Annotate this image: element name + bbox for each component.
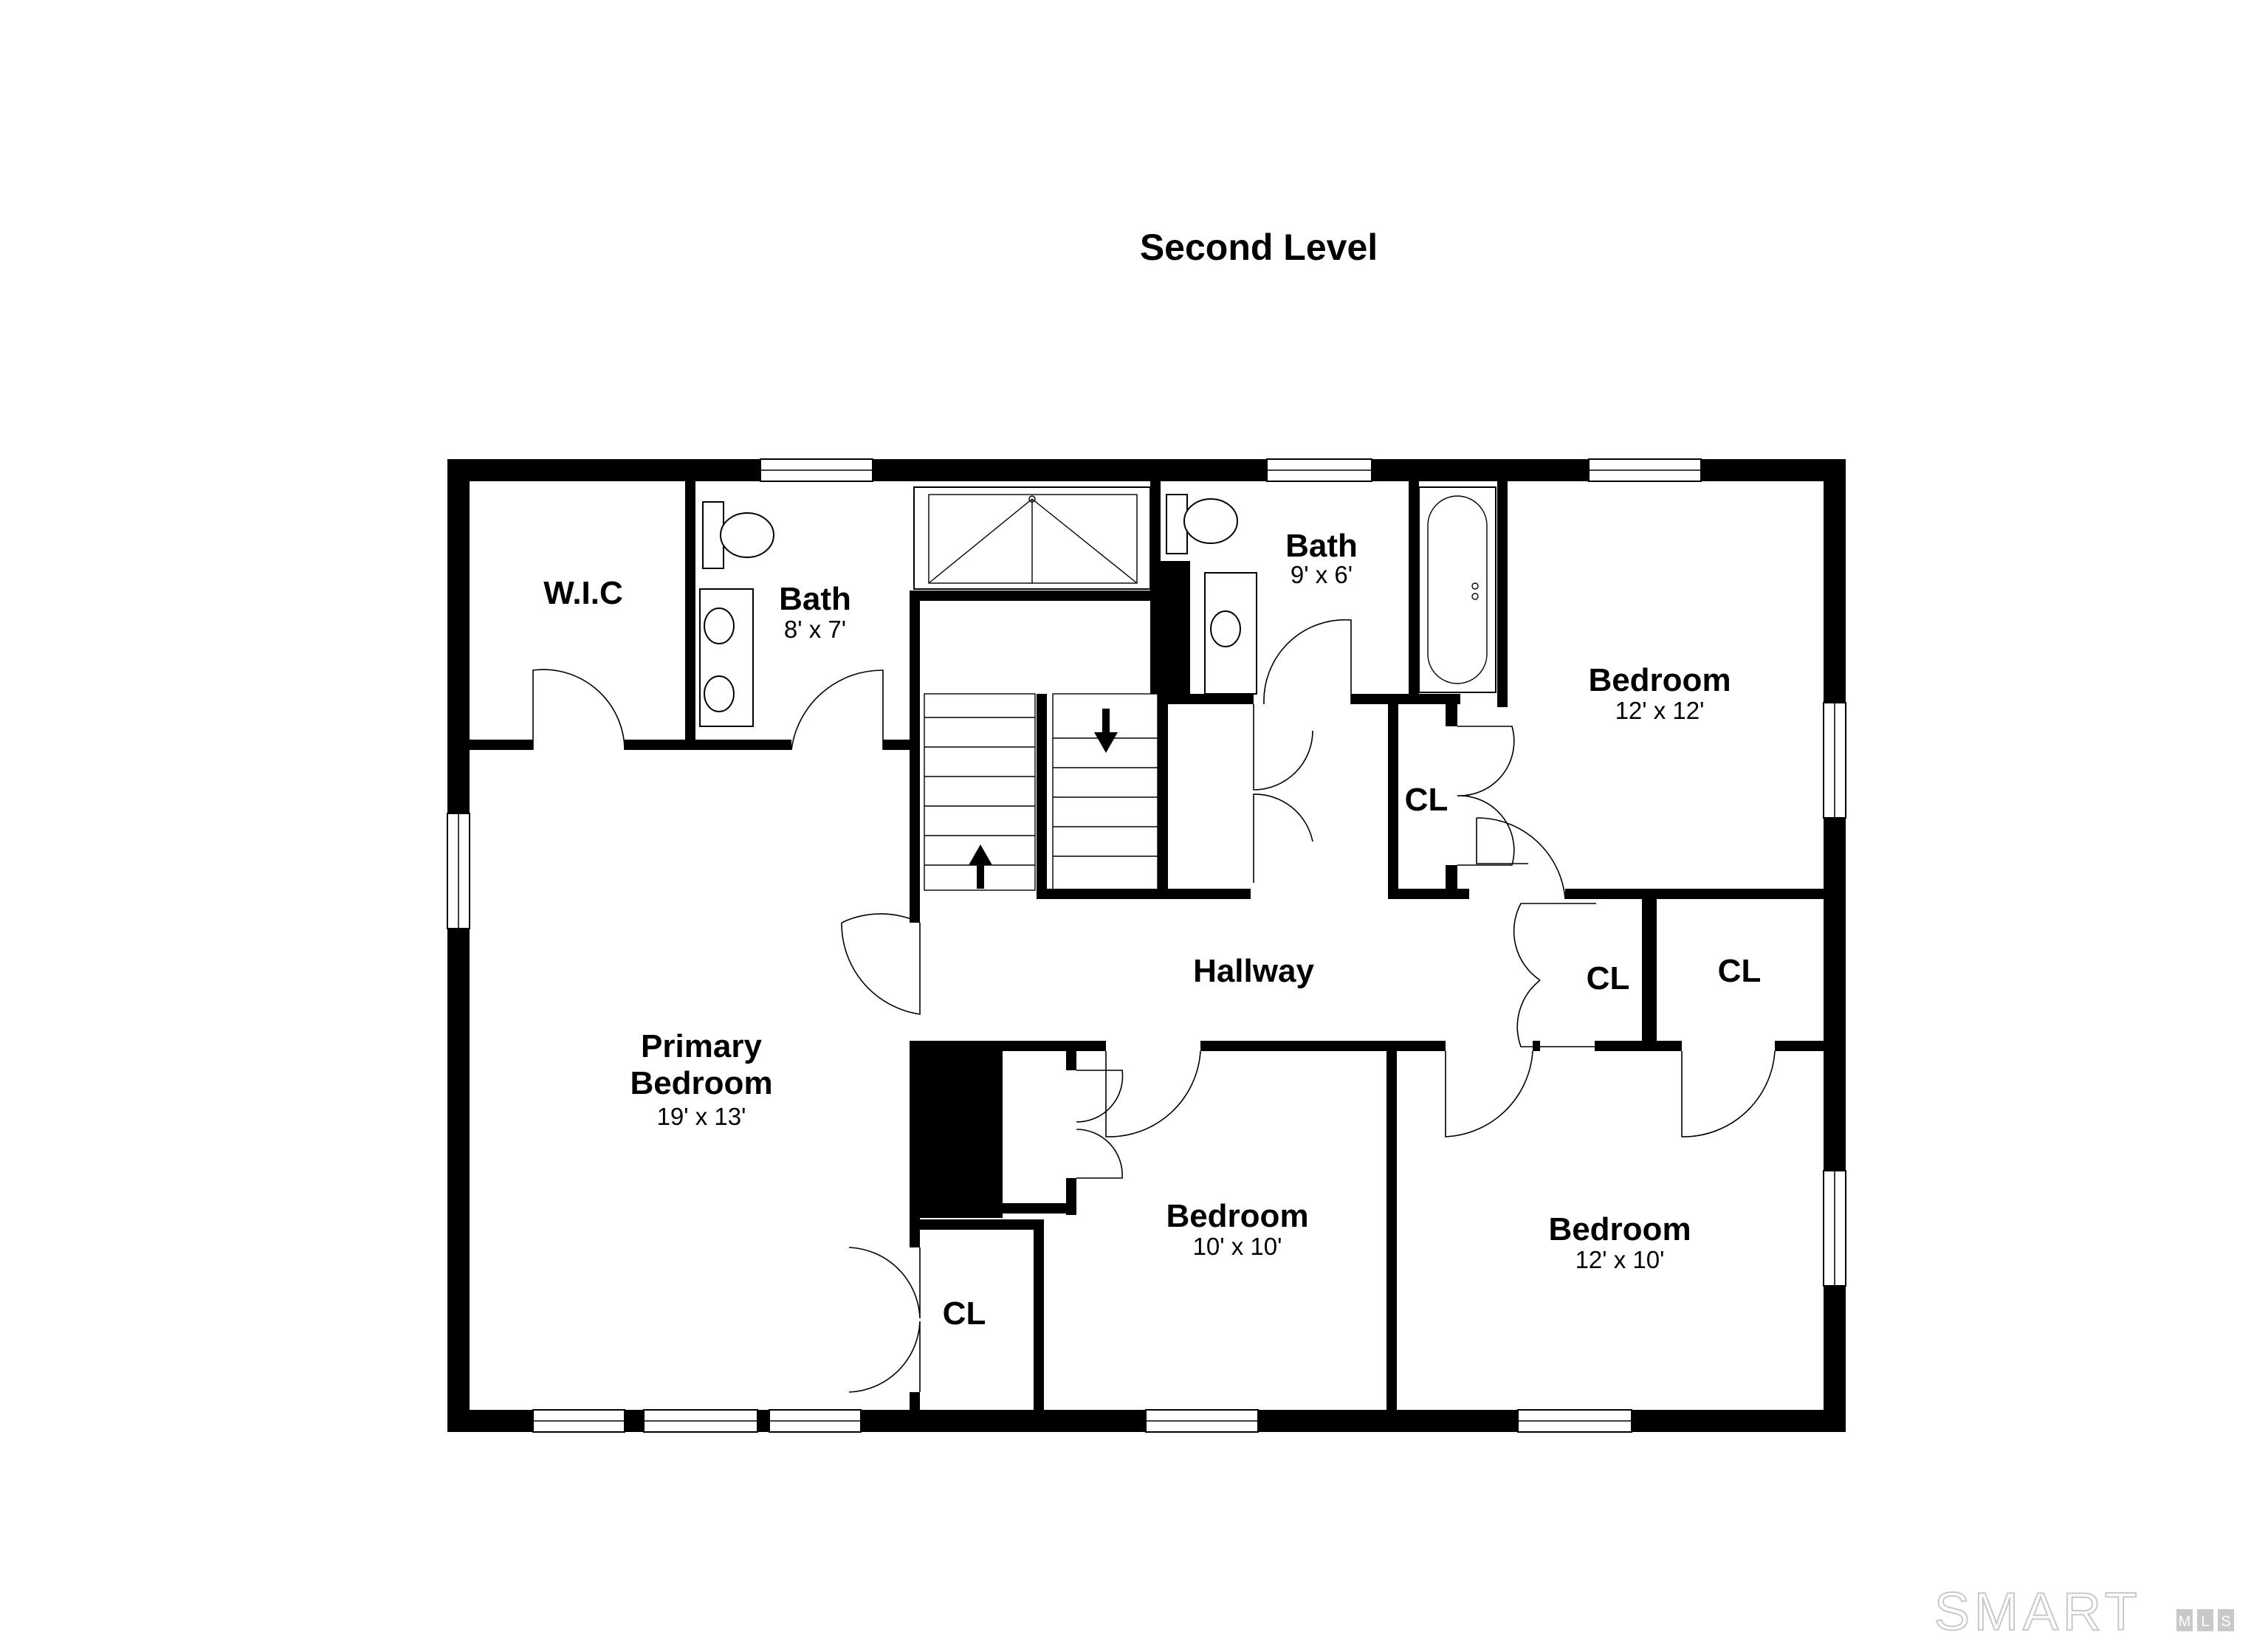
door-swing — [1681, 1050, 1776, 1137]
room-label-bath-primary: Bath — [779, 581, 851, 617]
door-swing — [1253, 704, 1313, 883]
fixtures — [699, 486, 1496, 727]
stairs — [924, 693, 1158, 891]
bathtub-icon — [1418, 486, 1496, 693]
room-label-bedroom-s: Bedroom — [1166, 1198, 1308, 1234]
vanity-icon — [1204, 572, 1257, 695]
room-dim-bedroom-ne: 12' x 12' — [1615, 697, 1705, 724]
window — [447, 813, 470, 929]
window — [769, 1409, 862, 1433]
watermark-suffix-l: L — [2201, 1614, 2209, 1630]
double-vanity-icon — [699, 588, 754, 727]
watermark-logo: SMART M L S — [1934, 1582, 2234, 1642]
room-dim-bath-hall: 9' x 6' — [1291, 561, 1353, 588]
room-label-cl-east: CL — [1718, 953, 1762, 989]
interior-walls — [470, 481, 1824, 1410]
door-swing — [848, 1247, 921, 1393]
window — [1266, 458, 1372, 482]
window — [1145, 1409, 1259, 1433]
plan-title: Second Level — [1140, 227, 1378, 268]
door-swing — [532, 669, 625, 751]
window — [1823, 702, 1846, 819]
room-label-wic: W.I.C — [543, 575, 623, 611]
exterior-walls — [447, 459, 1846, 1432]
door-swing — [1513, 903, 1596, 1047]
room-label-hallway: Hallway — [1193, 953, 1314, 989]
room-dim-bedroom-se: 12' x 10' — [1575, 1246, 1665, 1273]
room-label-cl-hall: CL — [1587, 960, 1630, 996]
watermark-suffix-s: S — [2221, 1614, 2230, 1630]
room-label-bedroom-ne: Bedroom — [1588, 662, 1731, 698]
door-swing — [1476, 817, 1566, 900]
door-swing — [1105, 1050, 1201, 1137]
windows — [447, 458, 1846, 1433]
window — [1588, 458, 1702, 482]
room-label-cl-primary: CL — [943, 1295, 986, 1332]
door-swing — [791, 669, 884, 751]
window — [643, 1409, 758, 1433]
room-dim-bath-primary: 8' x 7' — [784, 616, 846, 643]
door-swing — [1457, 726, 1515, 866]
room-dim-bedroom-s: 10' x 10' — [1193, 1233, 1282, 1260]
stair-up-arrow-icon — [969, 844, 992, 889]
door-swing — [1263, 619, 1352, 705]
room-label-primary-line2: Bedroom — [630, 1065, 772, 1101]
toilet-icon — [1166, 494, 1238, 554]
shower-icon — [913, 486, 1151, 590]
door-swing — [841, 913, 921, 1015]
room-label-bath-hall: Bath — [1285, 528, 1358, 564]
window — [532, 1409, 625, 1433]
watermark-suffix-m: M — [2179, 1614, 2191, 1630]
room-label-cl-ne: CL — [1405, 782, 1449, 818]
room-label-bedroom-se: Bedroom — [1548, 1211, 1691, 1247]
window — [1517, 1409, 1632, 1433]
room-dim-primary: 19' x 13' — [657, 1103, 746, 1130]
watermark-text: SMART — [1934, 1583, 2142, 1642]
door-swing — [1076, 1070, 1124, 1179]
room-label-primary-line1: Primary — [641, 1028, 762, 1064]
doors — [532, 619, 1776, 1393]
door-swing — [1445, 1050, 1533, 1137]
room-labels: W.I.C Bath 8' x 7' Bath 9' x 6' Bedroom … — [543, 528, 1761, 1332]
window — [1823, 1170, 1846, 1287]
toilet-icon — [702, 501, 774, 569]
stair-down-arrow-icon — [1094, 709, 1118, 753]
window — [760, 458, 873, 482]
